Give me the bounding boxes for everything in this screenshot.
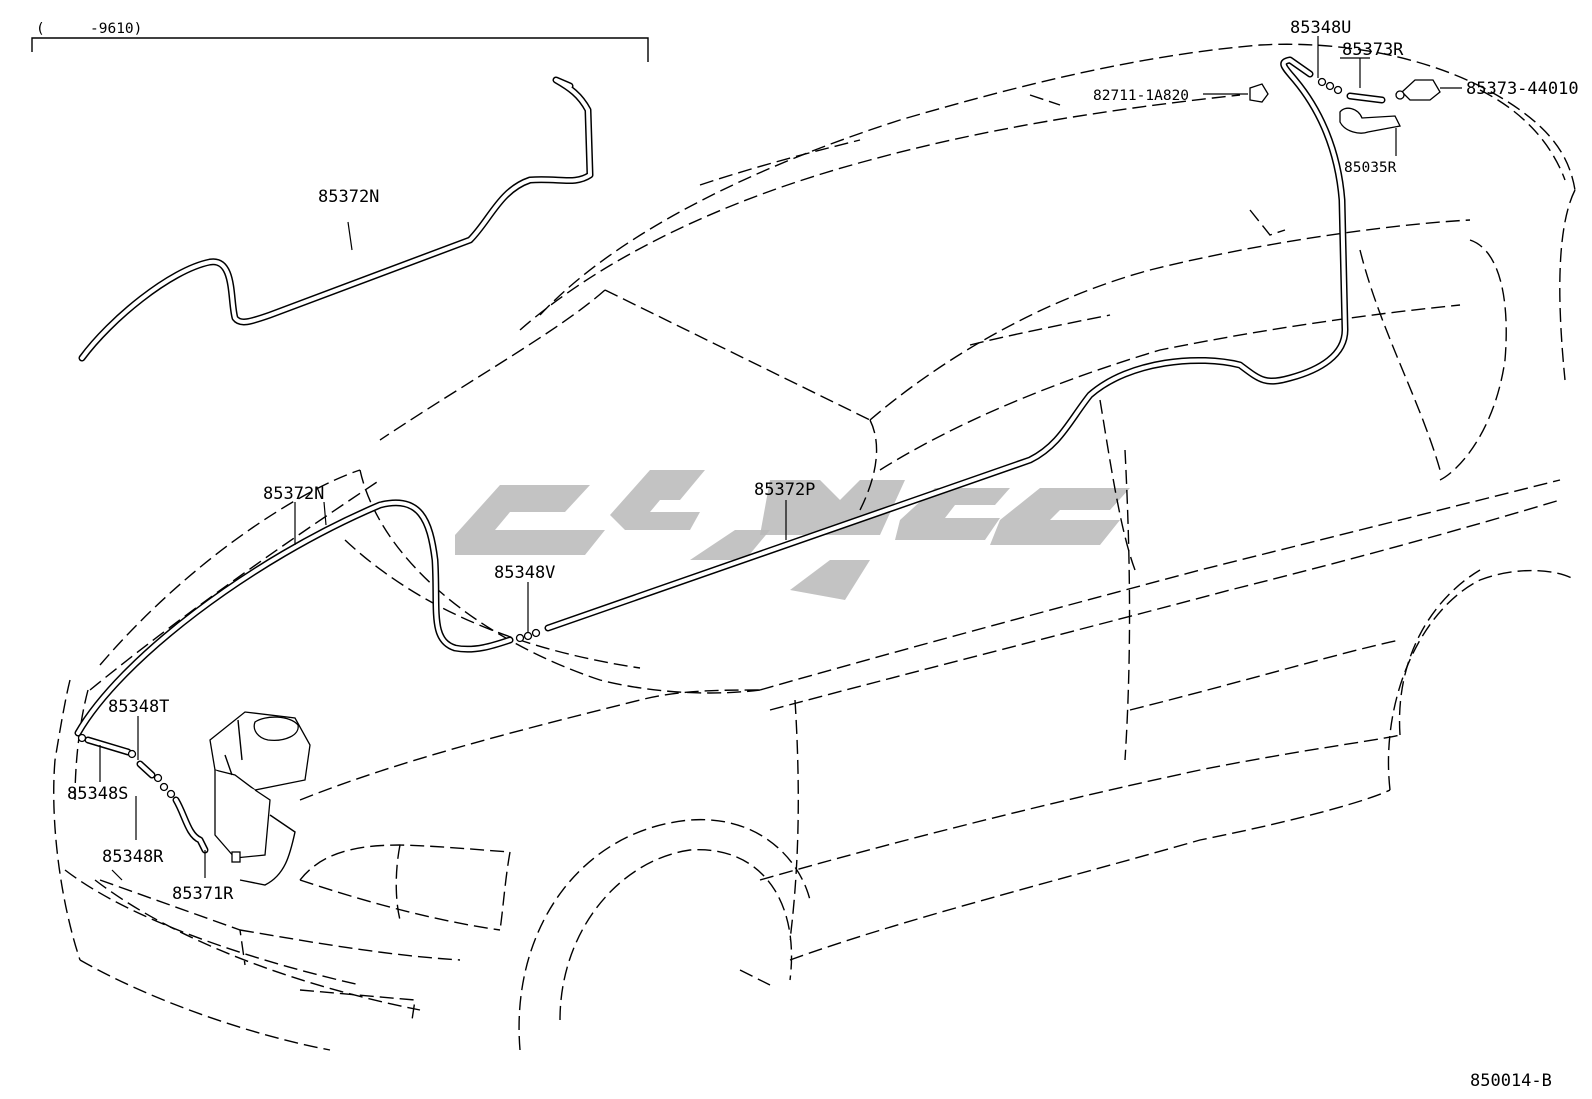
rear-washer-parts: 85348U 85373R 82711-1A820 85373-44010 85…: [1093, 18, 1579, 176]
label-85372n-front: 85372N: [263, 484, 324, 504]
inset-range-bracket: ( -9610): [31, 21, 649, 62]
washer-tank: [209, 711, 311, 886]
label-85373r: 85373R: [1342, 40, 1404, 60]
label-85372n-inset: 85372N: [318, 187, 379, 207]
label-85035r: 85373-44010: [1466, 79, 1579, 99]
label-85348r: 85348R: [102, 847, 164, 867]
label-85348u: 85348U: [1290, 18, 1351, 38]
range-note-value: -9610): [90, 21, 142, 37]
front-washer-parts: 85348S 85348T 85348R 85371R: [67, 697, 234, 904]
car-body-outline: [53, 43, 1576, 1051]
range-note-open: (: [36, 21, 45, 37]
label-82711-1a820: 82711-1A820: [1093, 88, 1189, 104]
label-85371r: 85371R: [172, 884, 234, 904]
roof-hose-85372p: 85372P: [544, 56, 1349, 632]
label-85373-44010: 85035R: [1344, 160, 1397, 176]
joint-85348v: 85348V: [494, 563, 555, 643]
label-85348t: 85348S: [67, 784, 128, 804]
label-85372p: 85372P: [754, 480, 815, 500]
watermark-logo: [455, 470, 1130, 600]
label-85348v: 85348V: [494, 563, 555, 583]
front-hose-85372n: 85372N: [74, 484, 514, 737]
label-85348s: 85348T: [108, 697, 169, 717]
figure-code: 850014-B: [1470, 1071, 1552, 1091]
inset-hose-85372n: 85372N: [78, 76, 594, 362]
